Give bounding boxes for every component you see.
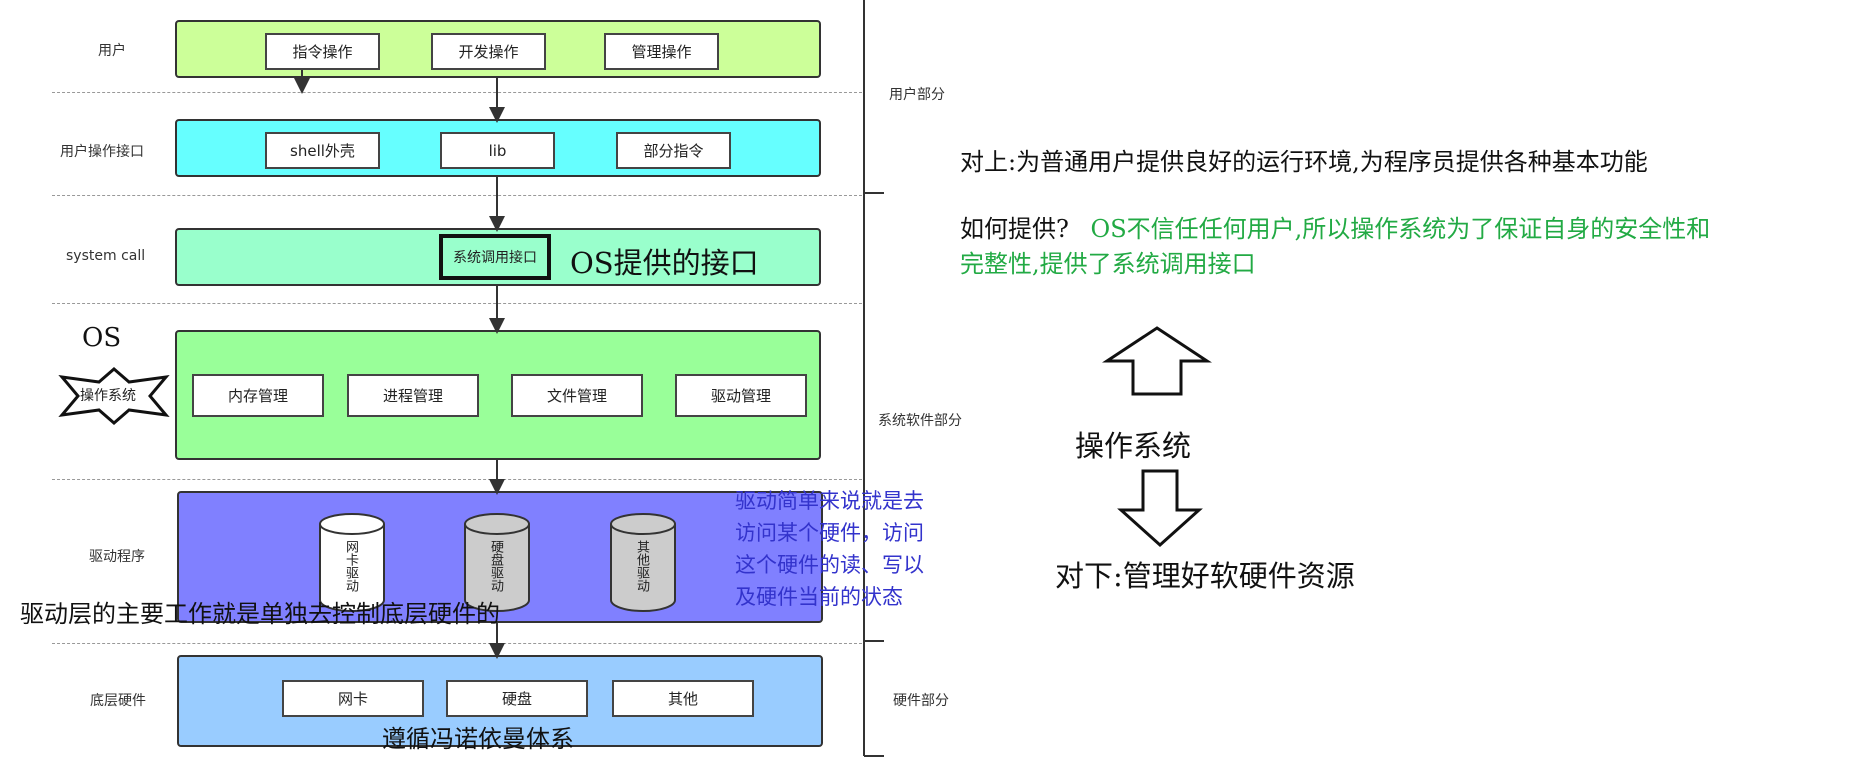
- os-box-driver: 驱动管理: [675, 374, 807, 417]
- note-how-answer: OS不信任任何用户,所以操作系统为了保证自身的安全性和: [1090, 215, 1711, 243]
- note-downward: 对下:管理好软硬件资源: [1055, 559, 1355, 593]
- star-shape: [58, 367, 170, 425]
- os-star-label: 操作系统: [80, 388, 136, 404]
- note-how-answer-2: 完整性,提供了系统调用接口: [960, 250, 1256, 278]
- hw-box-nic: 网卡: [282, 680, 424, 717]
- cylinder-label: 硬盘驱动: [488, 540, 503, 592]
- driver-explanation-line: 访问某个硬件，访问: [735, 521, 924, 545]
- os-label: OS: [82, 323, 122, 353]
- driver-explanation-line: 这个硬件的读、写以: [735, 553, 924, 577]
- user-box-command: 指令操作: [265, 33, 380, 70]
- ui-box-shell: shell外壳: [265, 132, 380, 169]
- os-center-label: 操作系统: [1075, 429, 1192, 463]
- label-hardware: 底层硬件: [90, 693, 146, 709]
- hw-box-disk: 硬盘: [446, 680, 588, 717]
- hw-box-other: 其他: [612, 680, 754, 717]
- von-neumann-annotation: 遵循冯诺依曼体系: [382, 725, 574, 753]
- ui-box-partial-command: 部分指令: [616, 132, 731, 169]
- cylinder-label: 其他驱动: [634, 540, 649, 592]
- label-user-interface: 用户操作接口: [60, 144, 144, 160]
- user-box-manage: 管理操作: [604, 33, 719, 70]
- cylinder-nic-driver: [319, 513, 385, 612]
- os-box-process: 进程管理: [347, 374, 479, 417]
- driver-layer-annotation: 驱动层的主要工作就是单独去控制底层硬件的: [20, 600, 500, 628]
- os-box-file: 文件管理: [511, 374, 643, 417]
- label-user-part: 用户部分: [889, 87, 945, 103]
- section-bracket: [863, 0, 884, 757]
- driver-explanation-line: 驱动简单来说就是去: [735, 489, 924, 513]
- cylinder-other-driver: [610, 513, 676, 612]
- label-user: 用户: [98, 43, 126, 59]
- label-system-software-part: 系统软件部分: [878, 413, 962, 429]
- user-box-develop: 开发操作: [431, 33, 546, 70]
- cylinder-disk-driver: [464, 513, 530, 612]
- label-hardware-part: 硬件部分: [893, 693, 949, 709]
- syscall-annotation: OS提供的接口: [570, 246, 759, 280]
- arrow-up-icon: [1102, 326, 1212, 396]
- os-box-memory: 内存管理: [192, 374, 324, 417]
- separator-line: [52, 195, 862, 196]
- driver-explanation-line: 及硬件当前的状态: [735, 585, 903, 609]
- separator-line: [52, 479, 862, 480]
- ui-box-lib: lib: [440, 132, 555, 169]
- separator-line: [52, 92, 862, 93]
- label-syscall: system call: [66, 248, 146, 264]
- separator-line: [52, 643, 862, 644]
- cylinder-label: 网卡驱动: [343, 540, 358, 592]
- note-how-prefix: 如何提供?: [960, 215, 1069, 243]
- label-driver: 驱动程序: [89, 549, 145, 565]
- note-upward: 对上:为普通用户提供良好的运行环境,为程序员提供各种基本功能: [960, 148, 1648, 176]
- separator-line: [52, 303, 862, 304]
- arrow-down-icon: [1117, 469, 1203, 548]
- driver-explanation: 驱动简单来说就是去 访问某个硬件，访问 这个硬件的读、写以 及硬件当前的状态: [735, 485, 924, 613]
- note-how: 如何提供? OS不信任任何用户,所以操作系统为了保证自身的安全性和 完整性,提供…: [960, 212, 1860, 282]
- syscall-interface-box: 系统调用接口: [439, 234, 551, 280]
